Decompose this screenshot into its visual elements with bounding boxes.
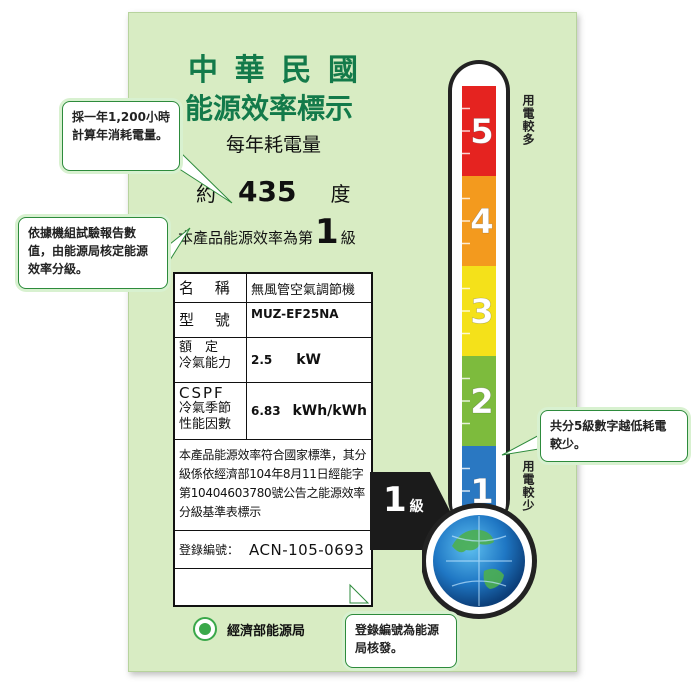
indicator-value: 1	[383, 480, 407, 520]
cspf-label-line3: 性能因數	[179, 417, 232, 432]
registration-label: 登錄編號：	[179, 543, 240, 557]
label-title: 中 華 民 國	[188, 45, 358, 89]
cspf-unit: kWh/kWh	[292, 403, 367, 419]
grade-prefix: 本產品能源效率為第	[178, 229, 314, 247]
grade-suffix: 級	[340, 229, 356, 247]
scale-grade-label: 2	[470, 382, 494, 422]
kwh-value: 435	[238, 175, 297, 208]
agency-name: 經濟部能源局	[227, 623, 306, 639]
capacity-value: 2.5	[251, 353, 273, 367]
spec-blank-area	[175, 569, 371, 605]
grade-indicator-text: 1 級	[383, 480, 424, 520]
label-subtitle: 能源效率標示	[185, 92, 354, 125]
cspf-label-line1: CSPF	[179, 384, 225, 402]
grade-value: 1	[315, 212, 339, 252]
capacity-unit: kW	[296, 352, 321, 368]
registration-line: 登錄編號： ACN-105-0693	[175, 531, 371, 569]
indicator-unit: 級	[409, 499, 424, 515]
title-char: 國	[327, 53, 358, 88]
scale-grade-label: 3	[470, 292, 494, 332]
cspf-label: CSPF 冷氣季節 性能因數	[175, 383, 247, 439]
cspf-value-cell: 6.83 kWh/kWh	[247, 383, 371, 439]
cspf-label-line2: 冷氣季節	[179, 401, 232, 416]
kwh-unit: 度	[330, 182, 351, 206]
issuing-agency: 經濟部能源局	[193, 617, 305, 641]
energy-bureau-seal-icon	[193, 617, 217, 641]
capacity-label: 額 定 冷氣能力	[175, 338, 247, 382]
spec-row-cspf: CSPF 冷氣季節 性能因數 6.83 kWh/kWh	[175, 383, 371, 440]
model-label: 型 號	[175, 303, 247, 337]
compliance-statement: 本產品能源效率符合國家標準，其分級係依經濟部104年8月11日經能字第10404…	[175, 440, 371, 531]
title-char: 中	[188, 53, 218, 88]
callout-levels: 共分5級數字越低耗電較少。	[540, 410, 688, 462]
scale-grade-label: 5	[470, 112, 494, 152]
capacity-label-line2: 冷氣能力	[179, 356, 232, 371]
spec-row-model: 型 號 MUZ-EF25NA	[175, 303, 371, 338]
name-value: 無風管空氣調節機	[251, 282, 356, 298]
cspf-value: 6.83	[251, 404, 281, 418]
scale-grade-label: 4	[470, 202, 494, 242]
scale-top-label: 用電較多	[521, 94, 535, 146]
spec-table: 名 稱 無風管空氣調節機 型 號 MUZ-EF25NA 額 定 冷氣能力 2.5…	[173, 272, 373, 607]
capacity-value-cell: 2.5 kW	[247, 338, 371, 382]
callout-grading: 依據機組試驗報告數值，由能源局核定能源效率分級。	[18, 217, 168, 289]
title-char: 華	[234, 53, 265, 88]
spec-row-capacity: 額 定 冷氣能力 2.5 kW	[175, 338, 371, 383]
callout-hours: 採一年1,200小時計算年消耗電量。	[62, 101, 180, 171]
callout-registration: 登錄編號為能源局核發。	[345, 614, 457, 668]
title-char: 民	[281, 53, 312, 88]
kwh-prefix: 約	[196, 182, 216, 206]
annual-consumption-label: 每年耗電量	[226, 134, 322, 156]
name-label: 名 稱	[175, 274, 247, 302]
spec-row-name: 名 稱 無風管空氣調節機	[175, 274, 371, 303]
capacity-label-line1: 額 定	[179, 340, 219, 355]
annual-consumption: 約 435 度	[196, 175, 350, 208]
model-value: MUZ-EF25NA	[251, 307, 339, 321]
registration-number: ACN-105-0693	[249, 540, 365, 559]
scale-bottom-label: 用電較少	[521, 460, 535, 512]
efficiency-grade-line: 本產品能源效率為第 1 級	[178, 212, 356, 252]
